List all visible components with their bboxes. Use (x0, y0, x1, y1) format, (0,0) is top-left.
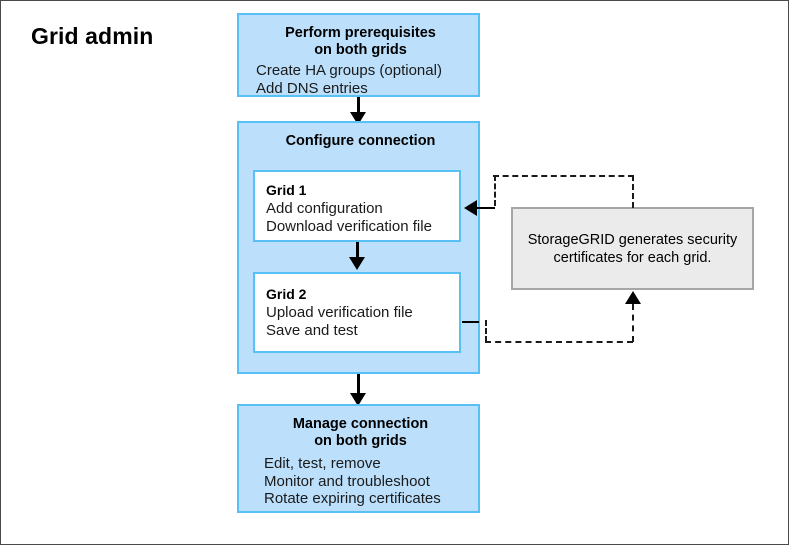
stage-heading-manage-connection: Manage connection on both grids (292, 416, 429, 449)
dashed-segment-callout-bottom-riser (632, 304, 634, 342)
stage-body-perform-prerequisites: Create HA groups (optional) Add DNS entr… (256, 62, 442, 97)
substep-title-grid-1: Grid 1 (266, 182, 307, 198)
dashed-segment-grid2-run (485, 341, 633, 343)
connector-callout-to-grid1 (477, 207, 495, 209)
substep-body-grid-1: Add configuration Download verification … (266, 200, 432, 235)
substep-body-grid-2: Upload verification file Save and test (266, 304, 413, 339)
stage-box-manage-connection[interactable]: Manage connection on both grids Edit, te… (237, 404, 480, 513)
substep-box-grid-2[interactable]: Grid 2 Upload verification file Save and… (253, 272, 461, 353)
arrowhead-grid2-to-callout (625, 291, 641, 304)
arrowhead-grid1-to-grid2 (349, 257, 365, 270)
callout-text-storagegrid-note: StorageGRID generates security certifica… (527, 231, 738, 266)
connector-configure-to-manage (357, 374, 360, 395)
dashed-segment-grid2-drop (485, 320, 487, 342)
stage-body-manage-connection: Edit, test, remove Monitor and troublesh… (264, 455, 441, 507)
dashed-segment-callout-top-drop (494, 175, 496, 206)
callout-box-storagegrid-note: StorageGRID generates security certifica… (511, 207, 754, 290)
arrowhead-callout-to-grid1 (464, 200, 477, 216)
connector-grid1-to-grid2 (356, 242, 359, 259)
swimlane-label-grid-admin: Grid admin (31, 23, 154, 49)
arrowhead-configure-to-manage (350, 393, 366, 406)
dashed-segment-callout-top-run (493, 175, 634, 177)
connector-grid2-to-callout-stub (462, 321, 479, 323)
dashed-segment-callout-top-riser (632, 175, 634, 208)
substep-title-grid-2: Grid 2 (266, 286, 307, 302)
connector-prereq-to-configure (357, 97, 360, 114)
stage-box-perform-prerequisites[interactable]: Perform prerequisites on both grids Crea… (237, 13, 480, 97)
substep-box-grid-1[interactable]: Grid 1 Add configuration Download verifi… (253, 170, 461, 242)
stage-heading-configure-connection: Configure connection (285, 133, 436, 149)
stage-heading-perform-prerequisites: Perform prerequisites on both grids (285, 25, 436, 58)
